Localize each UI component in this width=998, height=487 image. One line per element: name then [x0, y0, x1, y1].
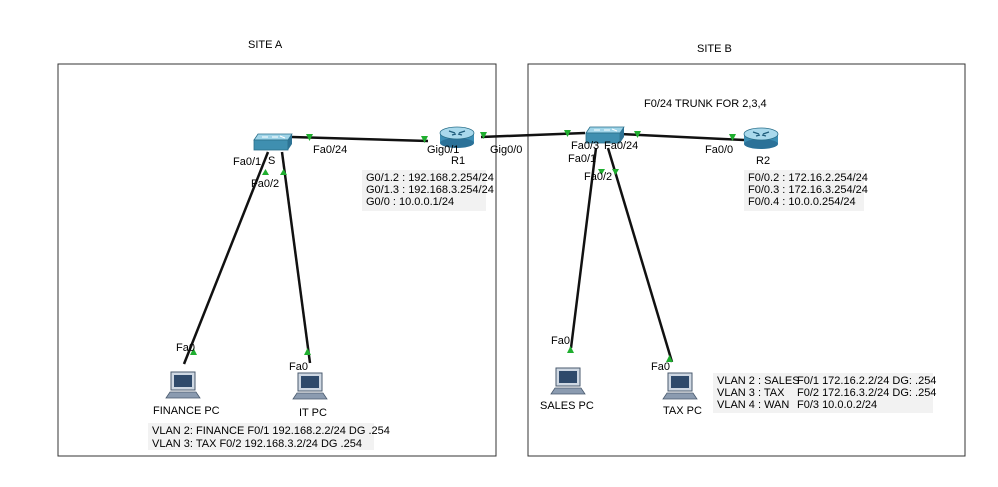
r2-config-box	[744, 170, 864, 211]
site-b-vlan-name: VLAN 4 : WAN	[717, 399, 789, 411]
port-up-icon	[262, 169, 269, 175]
switch-b-icon[interactable]	[585, 126, 625, 144]
port-up-icon	[634, 131, 641, 138]
port-up-icon	[480, 132, 487, 139]
router-r1-label: R1	[451, 155, 465, 167]
port-label: Fa0/2	[251, 178, 279, 190]
trunk-note: F0/24 TRUNK FOR 2,3,4	[644, 98, 767, 110]
it-pc-icon[interactable]	[292, 372, 328, 400]
router-r2-label: R2	[756, 155, 770, 167]
port-up-icon	[564, 130, 571, 137]
switch-a-icon[interactable]	[253, 133, 293, 151]
site-a-box	[57, 63, 497, 457]
site-b-vlan-detail: F0/1 172.16.2.2/24 DG: .254	[797, 375, 936, 387]
port-indicators	[190, 130, 736, 362]
port-label: Fa0/24	[313, 144, 347, 156]
site-b-vlan-box	[713, 373, 933, 413]
port-label: Gig0/0	[490, 144, 522, 156]
link-swb-r2	[619, 132, 745, 142]
port-up-icon	[304, 348, 311, 355]
sales-pc-icon[interactable]	[550, 367, 586, 395]
tax-pc-icon[interactable]	[662, 372, 698, 400]
r2-config-line: F0/0.3 : 172.16.3.254/24	[748, 184, 868, 196]
port-label: Fa0	[651, 361, 670, 373]
r1-config-box	[362, 170, 486, 211]
port-up-icon	[729, 134, 736, 141]
port-label: Fa0/2	[584, 171, 612, 183]
r1-config-line: G0/1.2 : 192.168.2.254/24	[366, 172, 494, 184]
finance-pc-icon[interactable]	[165, 371, 201, 399]
site-b-vlan-detail: F0/3 10.0.0.2/24	[797, 399, 877, 411]
link-swa-finance	[182, 151, 270, 365]
port-up-icon	[567, 346, 574, 353]
site-a-vlan-line: VLAN 3: TAX F0/2 192.168.3.2/24 DG .254	[152, 438, 362, 450]
finance-pc-label: FINANCE PC	[153, 405, 220, 417]
link-r1-swb	[480, 131, 586, 139]
site-a-title: SITE A	[248, 39, 283, 51]
port-up-icon	[306, 134, 313, 141]
sales-pc-label: SALES PC	[540, 400, 594, 412]
port-label: Fa0	[289, 361, 308, 373]
site-b-vlan-detail: F0/2 172.16.3.2/24 DG: .254	[797, 387, 936, 399]
port-label: Fa0/1	[568, 153, 596, 165]
site-b-vlan-name: VLAN 3 : TAX	[717, 387, 785, 399]
port-up-icon	[280, 169, 287, 175]
r2-config-line: F0/0.2 : 172.16.2.254/24	[748, 172, 868, 184]
r1-config-line: G0/0 : 10.0.0.1/24	[366, 196, 454, 208]
site-a-vlan-line: VLAN 2: FINANCE F0/1 192.168.2.2/24 DG .…	[152, 425, 390, 437]
port-label: Gig0/1	[427, 144, 459, 156]
tax-pc-label: TAX PC	[663, 405, 702, 417]
port-up-icon	[666, 355, 673, 362]
switch-a-label: S	[268, 155, 275, 167]
r1-config-line: G0/1.3 : 192.168.3.254/24	[366, 184, 494, 196]
link-swb-tax	[606, 147, 674, 363]
links	[182, 131, 745, 365]
port-label: Fa0/1	[233, 156, 261, 168]
port-label: Fa0/3	[571, 140, 599, 152]
site-b-vlan-name: VLAN 2 : SALES	[717, 375, 800, 387]
port-up-icon	[612, 169, 619, 175]
link-swb-sales	[569, 147, 598, 349]
port-up-icon	[598, 169, 605, 175]
link-swa-r1	[291, 135, 429, 143]
port-label: Fa0/24	[604, 140, 638, 152]
port-label: Fa0	[176, 342, 195, 354]
it-pc-label: IT PC	[299, 407, 327, 419]
router-r2-icon[interactable]	[743, 127, 779, 149]
port-up-icon	[190, 348, 197, 355]
port-label: Fa0	[551, 335, 570, 347]
port-up-icon	[421, 136, 428, 143]
site-a-vlan-box	[148, 423, 374, 450]
site-b-title: SITE B	[697, 43, 732, 55]
port-label: Fa0/0	[705, 144, 733, 156]
site-b-box	[527, 63, 966, 457]
link-swa-it	[280, 151, 312, 364]
r2-config-line: F0/0.4 : 10.0.0.254/24	[748, 196, 856, 208]
router-r1-icon[interactable]	[439, 126, 475, 148]
